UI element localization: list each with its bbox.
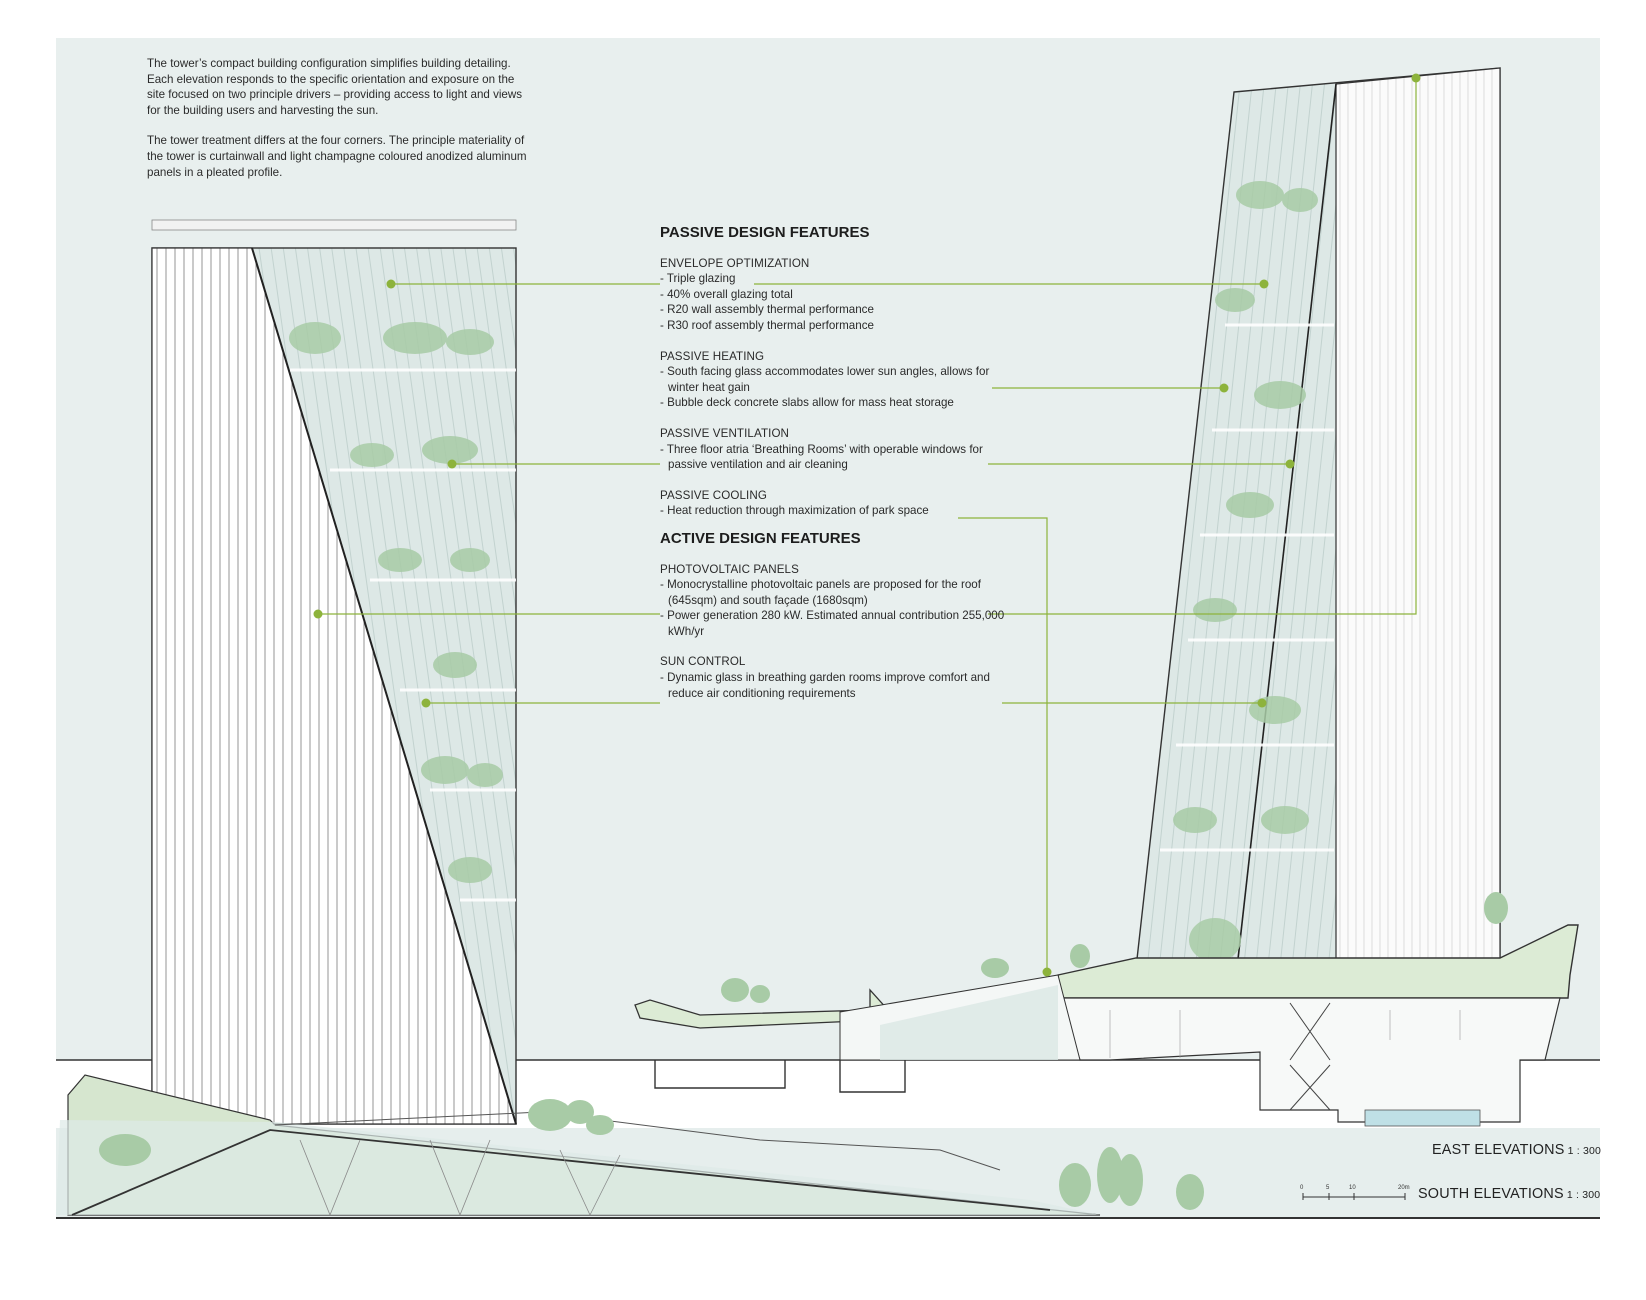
- scale-bar: [1302, 1193, 1406, 1200]
- photovoltaic-list: Monocrystalline photovoltaic panels are …: [660, 577, 1020, 639]
- left-tower: [151, 219, 517, 1125]
- photovoltaic-title: PHOTOVOLTAIC PANELS: [660, 562, 799, 576]
- cooling-title: PASSIVE COOLING: [660, 488, 767, 502]
- scale-tick-0: 0: [1300, 1185, 1304, 1191]
- passive-heading: PASSIVE DESIGN FEATURES: [660, 224, 870, 241]
- ventilation-title: PASSIVE VENTILATION: [660, 426, 790, 440]
- scale-tick-5: 5: [1326, 1185, 1330, 1191]
- cooling-list: Heat reduction through maximization of p…: [660, 503, 1020, 519]
- envelope-list: Triple glazing 40% overall glazing total…: [660, 271, 1020, 333]
- sun-control-list: Dynamic glass in breathing garden rooms …: [660, 670, 1020, 701]
- list-item: Heat reduction through maximization of p…: [660, 503, 1020, 519]
- east-elevation-scale: 1 : 300: [1567, 1145, 1602, 1157]
- south-base: [56, 1074, 1101, 1216]
- scale-tick-10: 10: [1349, 1185, 1356, 1191]
- east-elevation-text: EAST ELEVATIONS: [1432, 1142, 1565, 1158]
- heating-list: South facing glass accommodates lower su…: [660, 364, 1020, 411]
- heating-title: PASSIVE HEATING: [660, 349, 765, 363]
- right-tower: [1135, 67, 1501, 969]
- list-item: Three floor atria ‘Breathing Rooms’ with…: [660, 442, 1020, 473]
- list-item: 40% overall glazing total: [660, 287, 1020, 303]
- intro-paragraph-2: The tower treatment differs at the four …: [147, 134, 527, 179]
- list-item: Power generation 280 kW. Estimated annua…: [660, 608, 1020, 639]
- intro-text: The tower’s compact building configurati…: [147, 56, 527, 195]
- list-item: Dynamic glass in breathing garden rooms …: [660, 670, 1020, 701]
- list-item: R20 wall assembly thermal performance: [660, 302, 1020, 318]
- south-trees: [1059, 1147, 1204, 1210]
- sun-control-title: SUN CONTROL: [660, 655, 746, 669]
- active-heading: ACTIVE DESIGN FEATURES: [660, 529, 861, 547]
- list-item: R30 roof assembly thermal performance: [660, 318, 1020, 334]
- scale-tick-20m: 20m: [1398, 1185, 1410, 1191]
- center-pavilion: [634, 958, 1081, 1093]
- design-features: PASSIVE DESIGN FEATURES ENVELOPE OPTIMIZ…: [660, 225, 1020, 701]
- callout-dots: [313, 73, 1421, 977]
- envelope-title: ENVELOPE OPTIMIZATION: [660, 256, 810, 270]
- list-item: South facing glass accommodates lower su…: [660, 364, 1020, 395]
- south-elevation-text: SOUTH ELEVATIONS: [1418, 1186, 1564, 1202]
- south-elevation-scale: 1 : 300: [1566, 1189, 1601, 1201]
- intro-paragraph-1: The tower’s compact building configurati…: [147, 57, 523, 117]
- list-item: Triple glazing: [660, 271, 1020, 287]
- list-item: Bubble deck concrete slabs allow for mas…: [660, 395, 1020, 411]
- list-item: Monocrystalline photovoltaic panels are …: [660, 577, 1020, 608]
- right-podium: [1057, 892, 1579, 1127]
- ventilation-list: Three floor atria ‘Breathing Rooms’ with…: [660, 442, 1020, 473]
